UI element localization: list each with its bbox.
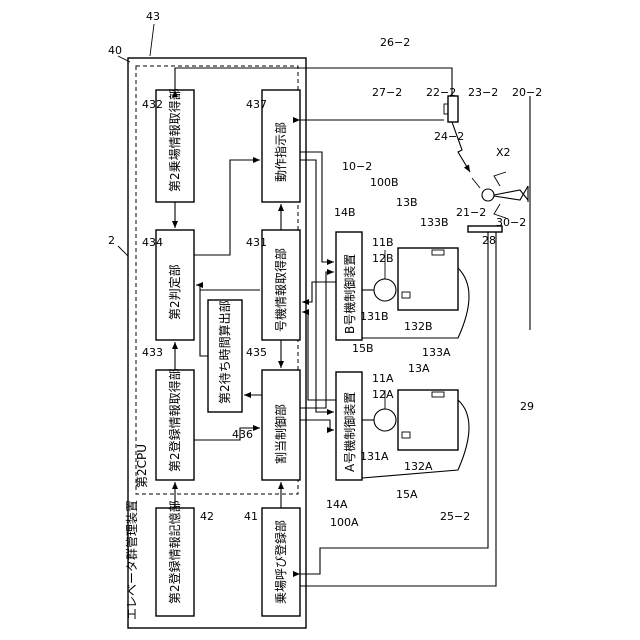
ref-133A: 133A <box>422 346 451 359</box>
ref-23-2: 23−2 <box>468 86 498 99</box>
svg-text:第2判定部: 第2判定部 <box>167 264 182 320</box>
svg-text:A号機制御装置: A号機制御装置 <box>342 392 357 472</box>
ref-10-2: 10−2 <box>342 160 372 173</box>
svg-text:B号機制御装置: B号機制御装置 <box>342 254 357 334</box>
cpu-label: 第2CPU <box>135 444 149 488</box>
ref-431: 431 <box>246 236 267 249</box>
ref-15A: 15A <box>396 488 418 501</box>
block-registration-storage: 第2登録情報記憶部 <box>156 500 194 616</box>
ref-2: 2 <box>108 234 115 247</box>
ref-30-2: 30−2 <box>496 216 526 229</box>
ref-22-2: 22−2 <box>426 86 456 99</box>
ref-436: 436 <box>232 428 253 441</box>
ref-132B: 132B <box>404 320 433 333</box>
svg-text:動作指示部: 動作指示部 <box>273 122 288 182</box>
ref-26-2: 26−2 <box>380 36 410 49</box>
ref-132A: 132A <box>404 460 433 473</box>
svg-text:第2登録情報取得部: 第2登録情報取得部 <box>167 368 182 472</box>
svg-text:第2乗場情報取得部: 第2乗場情報取得部 <box>167 88 182 192</box>
ref-13A: 13A <box>408 362 430 375</box>
block-car-b-control: B号機制御装置 <box>336 232 362 340</box>
ref-133B: 133B <box>420 216 449 229</box>
ref-24-2: 24−2 <box>434 130 464 143</box>
ref-12A: 12A <box>372 388 394 401</box>
block-operation-instruction: 動作指示部 <box>262 90 300 202</box>
ref-433: 433 <box>142 346 163 359</box>
block-hall-call-registration: 乗場呼び登録部 <box>262 508 300 616</box>
ref-12B: 12B <box>372 252 394 265</box>
ref-13B: 13B <box>396 196 418 209</box>
block-car-info-acquisition: 号機情報取得部 <box>262 230 300 340</box>
frame-title: エレベータ群管理装置 <box>124 500 139 620</box>
ref-131B: 131B <box>360 310 389 323</box>
ref-X2: X2 <box>496 146 511 159</box>
ref-11A: 11A <box>372 372 394 385</box>
ref-100A: 100A <box>330 516 359 529</box>
camera-icon <box>444 96 458 122</box>
svg-text:第2待ち時間算出部: 第2待ち時間算出部 <box>217 300 232 404</box>
svg-text:号機情報取得部: 号機情報取得部 <box>273 248 288 332</box>
svg-text:割当制御部: 割当制御部 <box>273 404 288 464</box>
block-wait-time-calc: 第2待ち時間算出部 <box>208 300 242 412</box>
ref-434: 434 <box>142 236 163 249</box>
ref-27-2: 27−2 <box>372 86 402 99</box>
ref-41: 41 <box>244 510 258 523</box>
ref-20-2: 20−2 <box>512 86 542 99</box>
block-allocation-control: 割当制御部 <box>262 370 300 480</box>
ref-29: 29 <box>520 400 534 413</box>
ref-131A: 131A <box>360 450 389 463</box>
bus-b-carinfo <box>302 282 336 302</box>
ref-432: 432 <box>142 98 163 111</box>
ref-437: 437 <box>246 98 267 111</box>
bus-a-carinfo <box>302 312 336 400</box>
svg-text:乗場呼び登録部: 乗場呼び登録部 <box>273 520 288 604</box>
ref-14B: 14B <box>334 206 356 219</box>
block-registration-acquisition: 第2登録情報取得部 <box>156 368 194 480</box>
block-car-a-control: A号機制御装置 <box>336 372 362 480</box>
ref-100B: 100B <box>370 176 399 189</box>
ref-15B: 15B <box>352 342 374 355</box>
ref-25-2: 25−2 <box>440 510 470 523</box>
svg-text:第2登録情報記憶部: 第2登録情報記憶部 <box>167 500 182 604</box>
ref-14A: 14A <box>326 498 348 511</box>
ref-435: 435 <box>246 346 267 359</box>
ref-43: 43 <box>146 10 160 23</box>
ref-28: 28 <box>482 234 496 247</box>
ref-11B: 11B <box>372 236 394 249</box>
ref-42: 42 <box>200 510 214 523</box>
ref-40: 40 <box>108 44 122 57</box>
ref-21-2: 21−2 <box>456 206 486 219</box>
